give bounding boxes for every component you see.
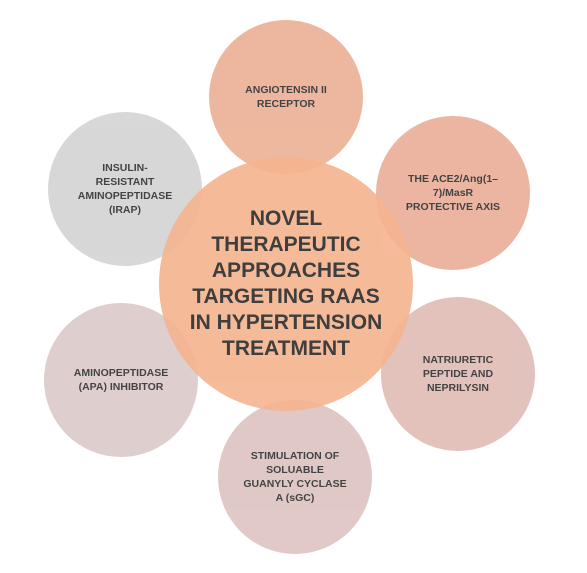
node-angiotensin-ii-receptor: ANGIOTENSIN II RECEPTOR bbox=[209, 20, 363, 174]
node-label: INSULIN- RESISTANT AMINOPEPTIDASE (IRAP) bbox=[77, 162, 173, 216]
node-irap: INSULIN- RESISTANT AMINOPEPTIDASE (IRAP) bbox=[48, 112, 202, 266]
node-label: THE ACE2/Ang(1– 7)/MasR PROTECTIVE AXIS bbox=[405, 173, 501, 213]
center-node: NOVEL THERAPEUTIC APPROACHES TARGETING R… bbox=[159, 157, 413, 411]
node-label: AMINOPEPTIDASE (APA) INHIBITOR bbox=[73, 367, 169, 393]
node-label: NATRIURETIC PEPTIDE AND NEPRILYSIN bbox=[422, 354, 494, 394]
node-label: STIMULATION OF SOLUABLE GUANYLY CYCLASE … bbox=[243, 450, 347, 504]
node-label: ANGIOTENSIN II RECEPTOR bbox=[245, 84, 327, 110]
node-soluble-guanylyl-cyclase: STIMULATION OF SOLUABLE GUANYLY CYCLASE … bbox=[218, 400, 372, 554]
center-label: NOVEL THERAPEUTIC APPROACHES TARGETING R… bbox=[189, 207, 383, 360]
